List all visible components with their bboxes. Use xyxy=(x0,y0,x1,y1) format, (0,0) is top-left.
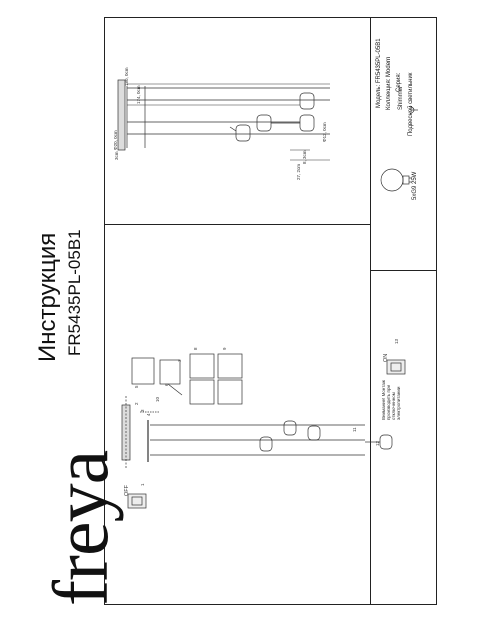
warning-note: Внимание! Монтаж производить при отключе… xyxy=(381,380,401,420)
step-number: 5 xyxy=(134,385,139,388)
dim-rod: Φ20, 0cm xyxy=(113,130,118,150)
section-divider xyxy=(104,224,370,225)
lightbulb-icon xyxy=(380,168,412,192)
pendant-lamp-icon xyxy=(409,105,418,115)
dim-inner: 174, 0cm xyxy=(136,85,141,104)
detail-box xyxy=(217,379,243,405)
bulb-spec: 5xG9 25W xyxy=(412,171,418,200)
info-type: Подвесной светильник xyxy=(408,72,414,136)
shade xyxy=(379,434,393,450)
dim-gap: 3cm xyxy=(114,151,119,160)
step-number: 1 xyxy=(140,483,145,486)
step-number: 7 xyxy=(177,359,182,362)
shade xyxy=(307,425,321,441)
switch-on-icon xyxy=(386,359,406,375)
switch-on-label: ON xyxy=(383,353,389,362)
info-collection-value: Modern xyxy=(386,56,392,77)
info-collection-label: Коллекция: xyxy=(386,78,392,110)
dim-canopy: 8, 3cm xyxy=(302,150,307,164)
step-number: 10 xyxy=(155,396,160,402)
step-number: 2 xyxy=(134,402,139,405)
shade xyxy=(259,436,273,452)
step-number: 3 xyxy=(140,409,145,412)
info-model-label: Модель: xyxy=(376,84,382,108)
column-divider-right xyxy=(370,17,371,605)
step-number: 9 xyxy=(222,347,227,350)
dim-shade: Φ12, 0cm xyxy=(322,122,327,142)
step-number: 4 xyxy=(146,413,151,416)
step-number: 13 xyxy=(394,338,399,344)
info-collection: Коллекция: Modern xyxy=(386,57,392,110)
step-number: 6 xyxy=(164,383,169,386)
detail-box xyxy=(217,353,243,379)
detail-box xyxy=(159,359,181,385)
detail-box xyxy=(189,353,215,379)
info-model: Модель: FR5435PL-05B1 xyxy=(376,38,382,108)
dim-width: 27, 2cm xyxy=(296,163,301,180)
page-frame xyxy=(104,17,437,605)
info-model-value: FR5435PL-05B1 xyxy=(376,38,382,84)
switch-off-icon xyxy=(127,493,147,509)
switch-off-label: OFF xyxy=(124,485,130,496)
info-series-value: Shimmer xyxy=(398,85,404,110)
step-number: 8 xyxy=(193,347,198,350)
step-number: 11 xyxy=(352,427,357,432)
info-divider xyxy=(370,270,437,271)
step-number: 12 xyxy=(375,440,380,446)
detail-box xyxy=(189,379,215,405)
shade xyxy=(283,420,297,436)
dim-total: 180, 0cm xyxy=(124,67,129,86)
detail-box xyxy=(131,357,155,385)
